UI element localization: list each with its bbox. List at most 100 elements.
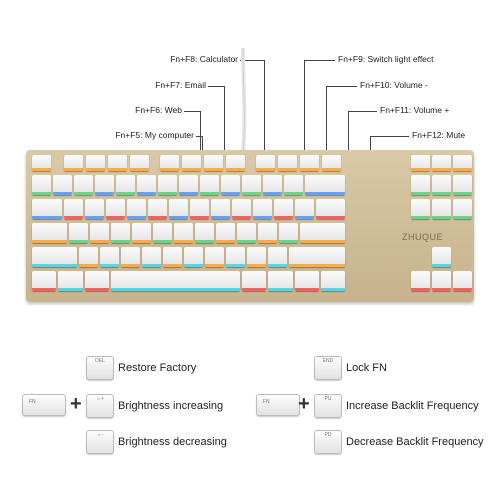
keyboard-key xyxy=(116,175,135,195)
keyboard-key xyxy=(142,247,162,267)
key-f6 xyxy=(182,155,201,171)
key-nav xyxy=(432,199,451,219)
keyboard-key xyxy=(137,175,156,195)
del-key: DEL xyxy=(86,356,114,380)
keyboard-key xyxy=(84,271,109,291)
keyboard-key xyxy=(278,223,298,243)
keyboard-key xyxy=(299,223,345,243)
keyboard-key xyxy=(110,271,240,291)
leader-line-calculator xyxy=(240,60,265,161)
keyboard-key xyxy=(84,199,104,219)
keyboard-key xyxy=(32,271,57,291)
keyboard-key xyxy=(231,199,251,219)
key-esc xyxy=(32,155,51,171)
keyboard-key xyxy=(189,199,209,219)
key-f5 xyxy=(160,155,179,171)
key-f1 xyxy=(64,155,83,171)
keyboard-key xyxy=(221,175,240,195)
callout-volume-down: Fn+F10: Volume - xyxy=(360,80,428,90)
legend-brightness-increasing: Brightness increasing xyxy=(118,400,224,412)
keyboard-key xyxy=(95,175,114,195)
keyboard-key xyxy=(294,199,314,219)
keyboard-key xyxy=(32,247,78,267)
fn-key-right: FN xyxy=(256,394,300,416)
plus-icon-right: + xyxy=(298,393,310,415)
key-nav xyxy=(432,175,451,195)
legend-increase-backlit-frequency: Increase Backlit Frequency xyxy=(346,400,479,412)
keyboard-key xyxy=(131,223,151,243)
keyboard-key xyxy=(284,175,303,195)
keyboard-key xyxy=(305,175,345,195)
keyboard-key xyxy=(320,271,345,291)
keyboard-key xyxy=(32,223,67,243)
keyboard-key xyxy=(200,175,219,195)
plus-icon: + xyxy=(70,393,82,415)
keyboard-key xyxy=(273,199,293,219)
keyboard-key xyxy=(53,175,72,195)
keyboard-key xyxy=(152,223,172,243)
keyboard-key xyxy=(263,175,282,195)
key-nav-top xyxy=(411,155,430,171)
keyboard-key xyxy=(205,247,225,267)
keyboard-key xyxy=(74,175,93,195)
keyboard-key xyxy=(226,247,246,267)
keyboard-key xyxy=(68,223,88,243)
keyboard-key xyxy=(247,247,267,267)
page-down-key: PD xyxy=(314,430,342,454)
leader-line-my-computer xyxy=(196,136,203,161)
keyboard-key xyxy=(63,199,83,219)
keyboard-key xyxy=(173,223,193,243)
leader-line-volume-down xyxy=(326,86,357,161)
leader-line-switch-light xyxy=(304,60,335,161)
keyboard-key xyxy=(289,247,345,267)
keyboard-key xyxy=(105,199,125,219)
keyboard-key xyxy=(168,199,188,219)
keyboard-key xyxy=(215,223,235,243)
keyboard-key xyxy=(268,247,288,267)
key-f2 xyxy=(86,155,105,171)
keyboard-key xyxy=(58,271,83,291)
keyboard-key xyxy=(126,199,146,219)
keyboard-key xyxy=(268,271,293,291)
keyboard-key xyxy=(184,247,204,267)
callout-volume-up: Fn+F11: Volume + xyxy=(380,105,450,115)
key-nav xyxy=(453,175,472,195)
keyboard-key xyxy=(32,199,62,219)
key-f11 xyxy=(300,155,319,171)
key-arrow-up xyxy=(432,247,451,267)
callout-web: Fn+F6: Web xyxy=(135,105,182,115)
key-f12 xyxy=(322,155,341,171)
keyboard-key xyxy=(242,175,261,195)
legend-decrease-backlit-frequency: Decrease Backlit Frequency xyxy=(346,436,484,448)
legend-restore-factory: Restore Factory xyxy=(118,362,197,374)
callout-calculator: Fn+F8: Calculator xyxy=(170,54,238,64)
keyboard-key xyxy=(121,247,141,267)
legend-brightness-decreasing: Brightness decreasing xyxy=(118,436,227,448)
keyboard-key xyxy=(163,247,183,267)
key-nav xyxy=(411,175,430,195)
key-f8 xyxy=(226,155,245,171)
callout-switch-light-effect: Fn+F9: Switch light effect xyxy=(338,54,434,64)
keyboard-key xyxy=(294,271,319,291)
fn-key: FN xyxy=(22,394,66,416)
callout-email: Fn+F7: Email xyxy=(155,80,206,90)
keyboard-brand-logo: ZHUQUE xyxy=(402,232,443,242)
key-arrow xyxy=(432,271,451,291)
callout-mute: Fn+F12: Mute xyxy=(412,130,466,140)
keyboard-key xyxy=(179,175,198,195)
key-f4 xyxy=(130,155,149,171)
key-f9 xyxy=(256,155,275,171)
leader-line-volume-up xyxy=(348,111,377,161)
keyboard-key xyxy=(236,223,256,243)
keyboard-key xyxy=(210,199,230,219)
brightness-down-key: ☼- xyxy=(86,430,114,454)
callout-my-computer: Fn+F5: My computer xyxy=(115,130,194,140)
keyboard-key xyxy=(158,175,177,195)
keyboard-key xyxy=(315,199,345,219)
key-arrow xyxy=(411,271,430,291)
keyboard-key xyxy=(110,223,130,243)
key-f10 xyxy=(278,155,297,171)
keyboard-key xyxy=(147,199,167,219)
keyboard-key xyxy=(252,199,272,219)
legend-lock-fn: Lock FN xyxy=(346,362,387,374)
